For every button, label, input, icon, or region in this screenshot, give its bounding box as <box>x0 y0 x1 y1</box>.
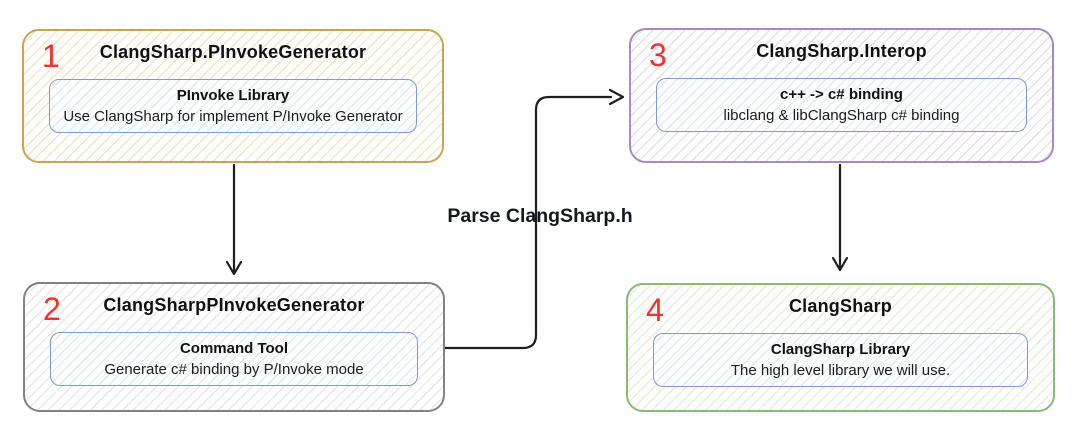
arrow-label-parse-clangsharp: Parse ClangSharp.h <box>447 205 633 227</box>
detail-card-title: Command Tool <box>179 340 289 357</box>
node-title: ClangSharp <box>788 296 892 316</box>
node-detail-card: c++ -> c# binding libclang & libClangSha… <box>656 78 1027 132</box>
node-clangsharp-interop: 3 ClangSharp.Interop c++ -> c# binding l… <box>629 28 1054 163</box>
detail-card-title: ClangSharp Library <box>770 341 911 358</box>
detail-card-title: c++ -> c# binding <box>780 86 903 103</box>
arrow-pinvokegenerator-to-commandtool <box>225 163 243 276</box>
detail-card-description: Generate c# binding by P/Invoke mode <box>104 361 364 378</box>
detail-card-description: libclang & libClangSharp c# binding <box>723 107 960 124</box>
detail-card-title: PInvoke Library <box>176 87 290 104</box>
node-detail-card: ClangSharp Library The high level librar… <box>653 333 1028 387</box>
node-number: 1 <box>42 38 60 74</box>
node-clangsharp-library: 4 ClangSharp ClangSharp Library The high… <box>626 283 1055 412</box>
node-title: ClangSharp.Interop <box>756 41 927 61</box>
node-number: 2 <box>43 291 61 327</box>
node-number: 3 <box>649 37 667 73</box>
node-title: ClangSharpPInvokeGenerator <box>103 295 365 315</box>
detail-card-description: Use ClangSharp for implement P/Invoke Ge… <box>63 108 403 125</box>
node-clangsharppinvokegenerator-tool: 2 ClangSharpPInvokeGenerator Command Too… <box>23 282 445 412</box>
node-detail-card: Command Tool Generate c# binding by P/In… <box>50 332 418 386</box>
node-title: ClangSharp.PInvokeGenerator <box>99 42 367 62</box>
node-number: 4 <box>646 292 664 328</box>
detail-card-description: The high level library we will use. <box>730 362 951 379</box>
node-detail-card: PInvoke Library Use ClangSharp for imple… <box>49 79 417 133</box>
node-clangsharp-pinvokegenerator: 1 ClangSharp.PInvokeGenerator PInvoke Li… <box>22 29 444 163</box>
arrow-interop-to-clangsharp <box>831 163 849 272</box>
